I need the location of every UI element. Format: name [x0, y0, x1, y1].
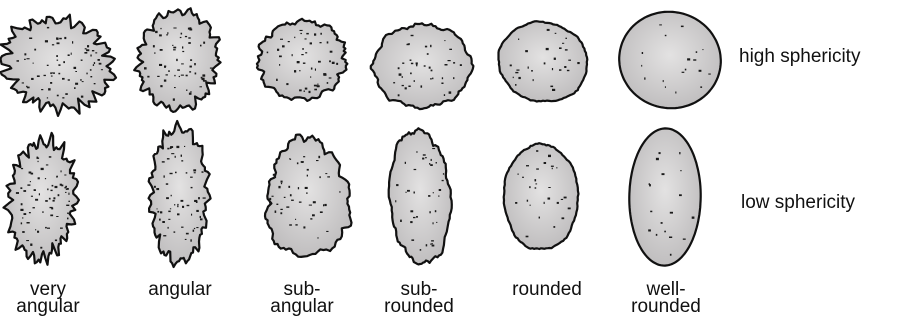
grain-rounded-low-sphericity [504, 143, 579, 249]
col-label-rounded: rounded [492, 281, 602, 298]
grain-angular-low-sphericity [149, 121, 211, 267]
grain-very-angular-high-sphericity [1, 15, 117, 116]
grain-sub-angular-low-sphericity [265, 135, 352, 257]
col-label-line2: rounded [611, 298, 721, 315]
grain-well-rounded-high-sphericity [619, 12, 721, 108]
col-label-sub-angular: sub- angular [247, 281, 357, 315]
grain-sub-rounded-high-sphericity [371, 23, 474, 109]
grain-sub-rounded-low-sphericity [389, 128, 452, 264]
row-label-low-sphericity: low sphericity [741, 192, 855, 214]
grain-sub-angular-high-sphericity [257, 19, 348, 101]
grain-well-rounded-low-sphericity [629, 128, 700, 265]
grain-very-angular-low-sphericity [4, 133, 79, 265]
grain-rounded-high-sphericity [499, 21, 588, 101]
col-label-line1: rounded [492, 281, 602, 298]
col-label-well-rounded: well- rounded [611, 281, 721, 315]
row-label-high-sphericity: high sphericity [739, 46, 860, 68]
col-label-angular: angular [125, 281, 235, 298]
col-label-line2: angular [0, 298, 103, 315]
col-label-line1: angular [125, 281, 235, 298]
col-label-line2: rounded [364, 298, 474, 315]
col-label-very-angular: very angular [0, 281, 103, 315]
col-label-sub-rounded: sub- rounded [364, 281, 474, 315]
col-label-line2: angular [247, 298, 357, 315]
